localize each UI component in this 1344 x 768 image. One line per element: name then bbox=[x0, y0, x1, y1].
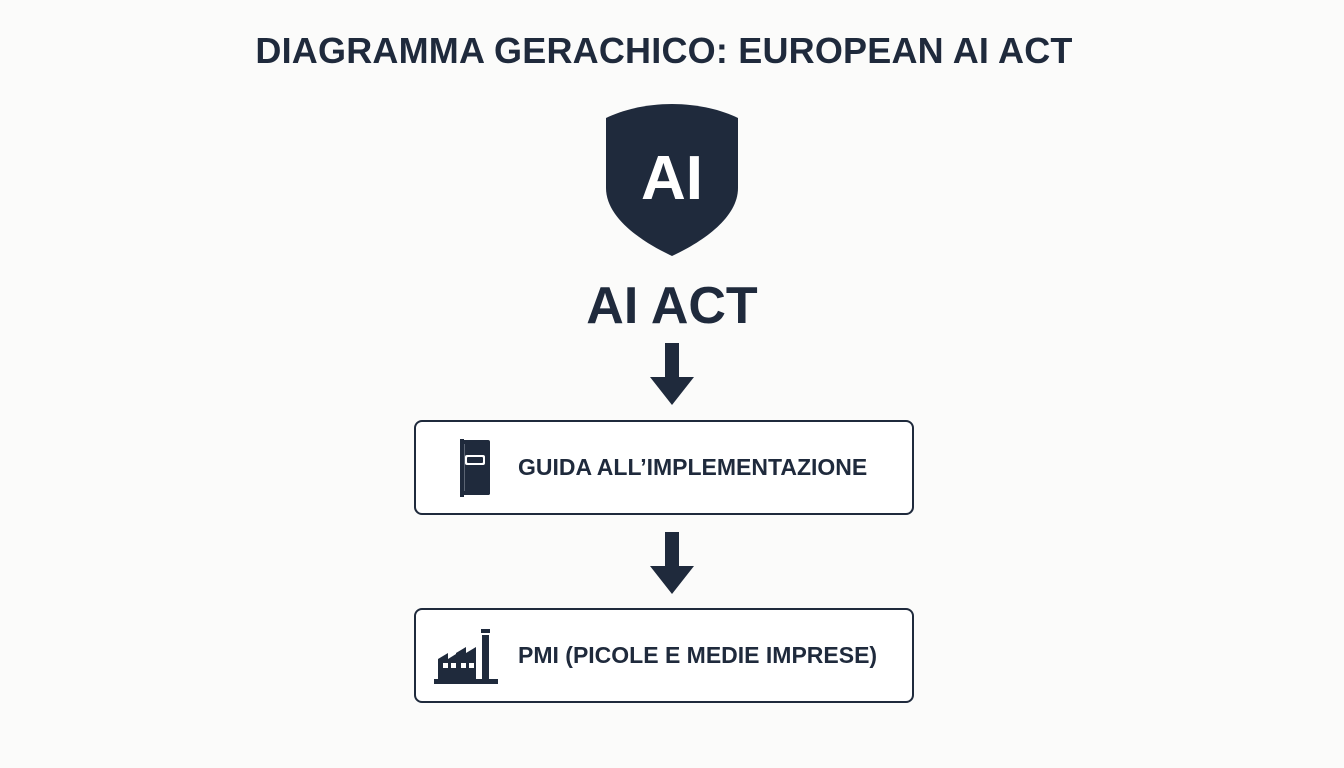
shield-badge-text: AI bbox=[641, 144, 703, 213]
shield-shape bbox=[606, 104, 738, 256]
shield-icon: AI bbox=[606, 104, 738, 256]
node-label-implementation-guide: GUIDA ALL’IMPLEMENTAZIONE bbox=[518, 454, 868, 480]
ai-act-label: AI ACT bbox=[586, 277, 758, 335]
diagram-title: DIAGRAMMA GERACHICO: EUROPEAN AI ACT bbox=[255, 30, 1073, 71]
factory-icon bbox=[434, 629, 498, 684]
down-arrow-icon bbox=[650, 532, 694, 594]
node-implementation-guide: GUIDA ALL’IMPLEMENTAZIONE bbox=[414, 420, 914, 515]
node-sme: PMI (PICOLE E MEDIE IMPRESE) bbox=[414, 608, 914, 703]
book-icon bbox=[460, 439, 490, 497]
down-arrow-icon bbox=[650, 343, 694, 405]
node-label-sme: PMI (PICOLE E MEDIE IMPRESE) bbox=[518, 642, 878, 668]
